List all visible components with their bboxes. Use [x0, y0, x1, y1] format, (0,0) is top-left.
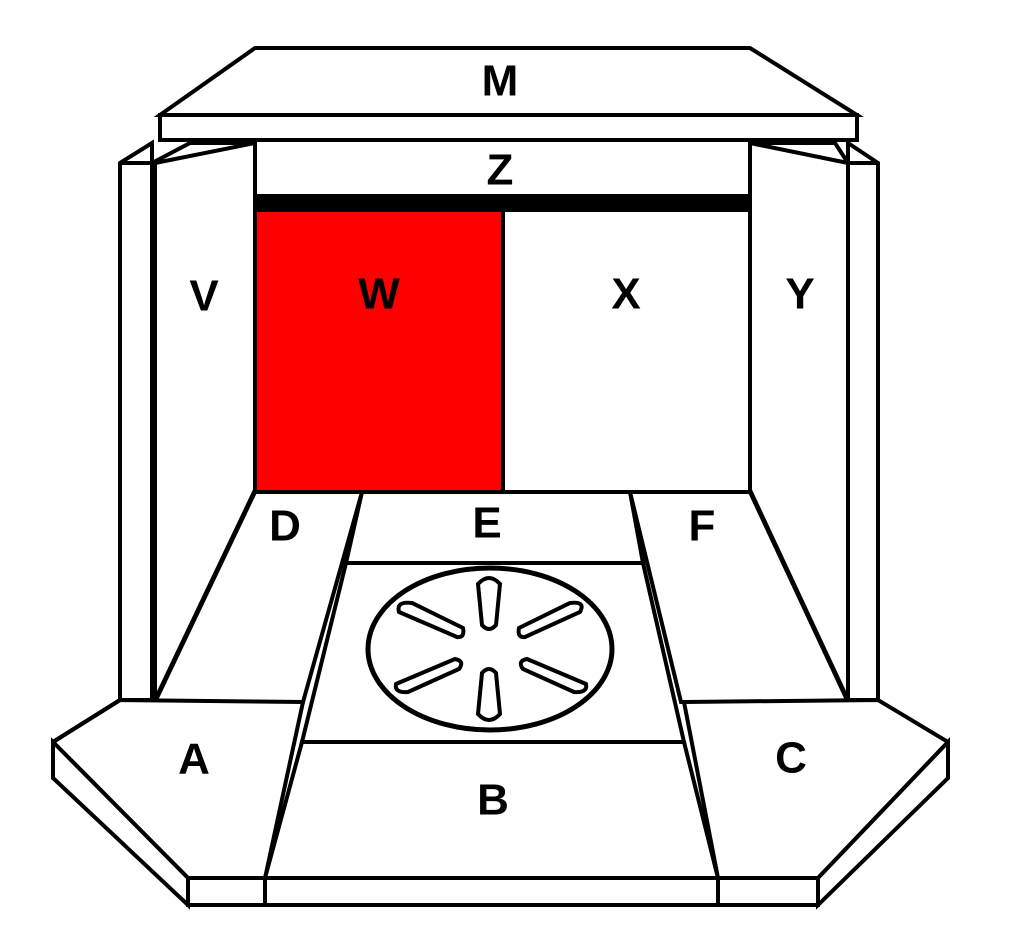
panel-X — [501, 208, 752, 494]
grate-vent — [365, 565, 615, 733]
label-Z: Z — [487, 146, 514, 195]
panel-Z — [253, 138, 752, 198]
label-Y: Y — [785, 270, 814, 319]
label-B: B — [477, 776, 509, 825]
label-V: V — [189, 272, 219, 321]
baffle-bar — [255, 196, 750, 210]
label-C: C — [775, 734, 807, 783]
label-A: A — [178, 735, 210, 784]
label-F: F — [689, 502, 716, 551]
label-E: E — [472, 499, 501, 548]
label-D: D — [269, 502, 301, 551]
label-M: M — [482, 57, 519, 106]
panel-W — [253, 208, 505, 494]
label-X: X — [611, 270, 640, 319]
panel-M — [153, 46, 864, 142]
label-W: W — [358, 270, 400, 319]
hearth-front-edge — [51, 698, 950, 910]
